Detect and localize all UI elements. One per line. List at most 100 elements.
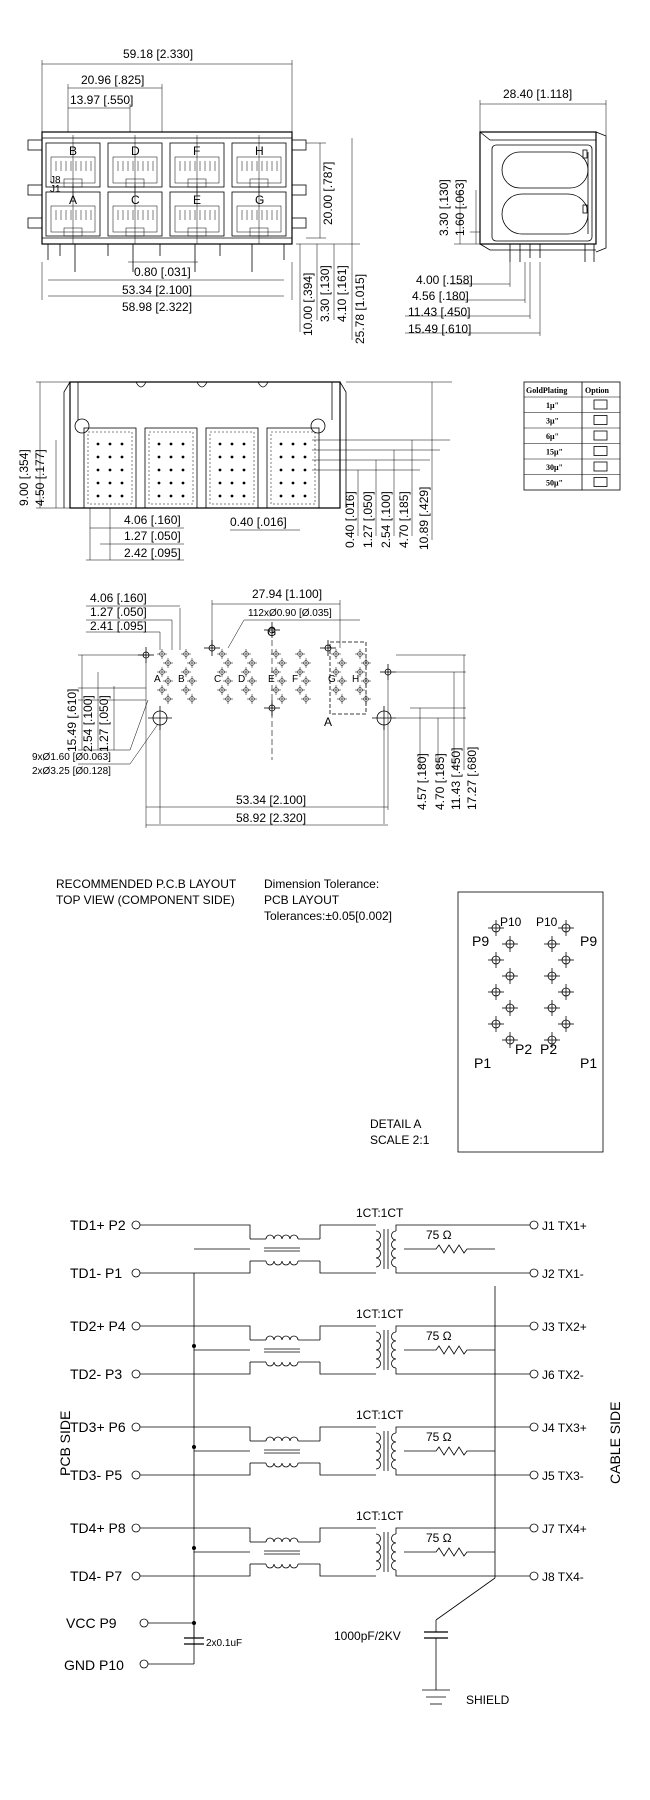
junction-dot — [192, 1546, 196, 1550]
detail-pin-p10-right: P10 — [536, 915, 558, 929]
port-letter: H — [255, 144, 264, 158]
pin-terminal — [529, 1369, 539, 1379]
top-dim-4-50: 4.50 [.177] — [33, 449, 47, 506]
pin-block — [205, 427, 259, 509]
pcb-dim-1-27-v: 1.27 [.050] — [97, 695, 111, 752]
jack-label-j8: J8 — [50, 175, 61, 186]
front-dim-width: 59.18 [2.330] — [123, 47, 193, 61]
detail-a: P10 P10 P9 P9 P2 P2 P1 P1 DETAIL A SCALE… — [370, 891, 604, 1153]
gnd-pin-terminal — [139, 1659, 149, 1669]
detail-a-callout-box — [329, 641, 367, 715]
side-dim-15-49: 15.49 [.610] — [408, 322, 471, 336]
right-pin-label: J7 TX4+ — [542, 1522, 587, 1536]
left-pin-label: TD1+ P2 — [70, 1217, 126, 1233]
pin-terminal — [131, 1422, 141, 1432]
transformer-primary — [375, 1432, 381, 1470]
front-leads — [47, 244, 285, 272]
pcb-dim-15-49: 15.49 [.610] — [65, 689, 79, 752]
choke-coil — [265, 1234, 299, 1240]
gold-table-header-plating: GoldPlating — [526, 386, 567, 395]
pcb-dim-4-06: 4.06 [.160] — [90, 591, 147, 605]
hv-cap-value: 1000pF/2KV — [334, 1629, 401, 1643]
top-housing-outline — [69, 381, 341, 509]
front-dim-height: 20.00 [.787] — [321, 162, 335, 225]
top-view: 9.00 [.354] 4.50 [.177] 4.06 [.160] 1.27… — [17, 381, 452, 561]
resistor-value: 75 Ω — [426, 1329, 452, 1343]
shield-ground-icon — [422, 1689, 450, 1705]
pcb-port-letter: E — [268, 674, 275, 685]
right-pin-label: J4 TX3+ — [542, 1421, 587, 1435]
pcb-port-letter: D — [238, 674, 245, 685]
resistor-value: 75 Ω — [426, 1228, 452, 1242]
right-pin-label: J1 TX1+ — [542, 1219, 587, 1233]
resistor-symbol — [404, 1345, 495, 1355]
side-housing-outline — [479, 131, 597, 245]
pcb-dim-2-54: 2.54 [.100] — [81, 695, 95, 752]
pin-terminal — [131, 1268, 141, 1278]
pcb-dim-27-94: 27.94 [1.100] — [252, 587, 322, 601]
shield-label: SHIELD — [466, 1693, 510, 1707]
top-dim-1-27: 1.27 [.050] — [124, 529, 181, 543]
resistor-symbol — [404, 1446, 495, 1456]
gold-plating-table: GoldPlating Option 1μ"3μ"6μ"15μ"30μ"50μ" — [523, 381, 621, 491]
pin-terminal — [131, 1470, 141, 1480]
pin-terminal — [131, 1220, 141, 1230]
front-dim-port-width: 13.97 [.550] — [70, 93, 133, 107]
pcb-side-label: PCB SIDE — [57, 1411, 73, 1476]
transformer-secondary — [391, 1331, 397, 1369]
left-pin-label: TD2+ P4 — [70, 1318, 126, 1334]
checkbox-empty-icon — [593, 399, 608, 410]
pin-terminal — [131, 1321, 141, 1331]
pcb-dim-17-27: 17.27 [.680] — [465, 747, 479, 810]
top-dim-10-89-v: 10.89 [.429] — [417, 487, 431, 550]
side-dim-depth: 28.40 [1.118] — [503, 87, 572, 101]
pin-terminal — [131, 1369, 141, 1379]
top-dim-4-06: 4.06 [.160] — [124, 513, 181, 527]
checkbox-checked-icon — [593, 477, 608, 487]
left-pin-label: TD1- P1 — [70, 1265, 122, 1281]
port-letter: G — [255, 193, 264, 207]
pin-terminal — [131, 1571, 141, 1581]
gnd-pin-label: GND P10 — [64, 1657, 124, 1673]
right-pin-label: J3 TX2+ — [542, 1320, 587, 1334]
pcb-dim-pin-holes: 112xØ0.90 [Ø.035] — [248, 608, 332, 619]
transformer-secondary — [391, 1230, 397, 1268]
vcc-pin-terminal — [139, 1618, 149, 1628]
gold-plating-value: 30μ" — [546, 463, 563, 472]
gold-plating-value: 15μ" — [546, 448, 563, 457]
pcb-port-letter: B — [178, 674, 185, 685]
pin-terminal — [529, 1422, 539, 1432]
transformer-ratio: 1CT:1CT — [356, 1408, 404, 1422]
junction-dot — [192, 1445, 196, 1449]
choke-coil — [265, 1436, 299, 1442]
transformer-secondary — [391, 1432, 397, 1470]
port-letter: E — [193, 193, 201, 207]
cable-side-label: CABLE SIDE — [607, 1402, 623, 1484]
checkbox-empty-icon — [593, 430, 608, 441]
transformer-primary — [375, 1533, 381, 1571]
pin-terminal — [529, 1470, 539, 1480]
left-pin-label: TD3+ P6 — [70, 1419, 126, 1435]
top-dim-1-27-v: 1.27 [.050] — [361, 491, 375, 548]
top-dim-0-40: 0.40 [.016] — [230, 515, 287, 529]
front-dim-overall-height: 25.78 [1.015] — [353, 274, 367, 344]
front-dim-4-10: 4.10 [.161] — [335, 265, 349, 322]
resistor-value: 75 Ω — [426, 1531, 452, 1545]
left-pin-label: TD4+ P8 — [70, 1520, 126, 1536]
gold-plating-value: 6μ" — [546, 432, 559, 441]
transformer-ratio: 1CT:1CT — [356, 1509, 404, 1523]
detail-title: DETAIL A — [370, 1117, 421, 1131]
transformer-primary — [375, 1230, 381, 1268]
checkbox-empty-icon — [593, 446, 608, 456]
front-dim-port-pitch: 20.96 [.825] — [81, 73, 144, 87]
layout-notes: RECOMMENDED P.C.B LAYOUT TOP VIEW (COMPO… — [56, 877, 392, 923]
resistor-symbol — [404, 1244, 495, 1254]
side-dim-11-43: 11.43 [.450] — [408, 305, 471, 319]
detail-scale: SCALE 2:1 — [370, 1133, 430, 1147]
